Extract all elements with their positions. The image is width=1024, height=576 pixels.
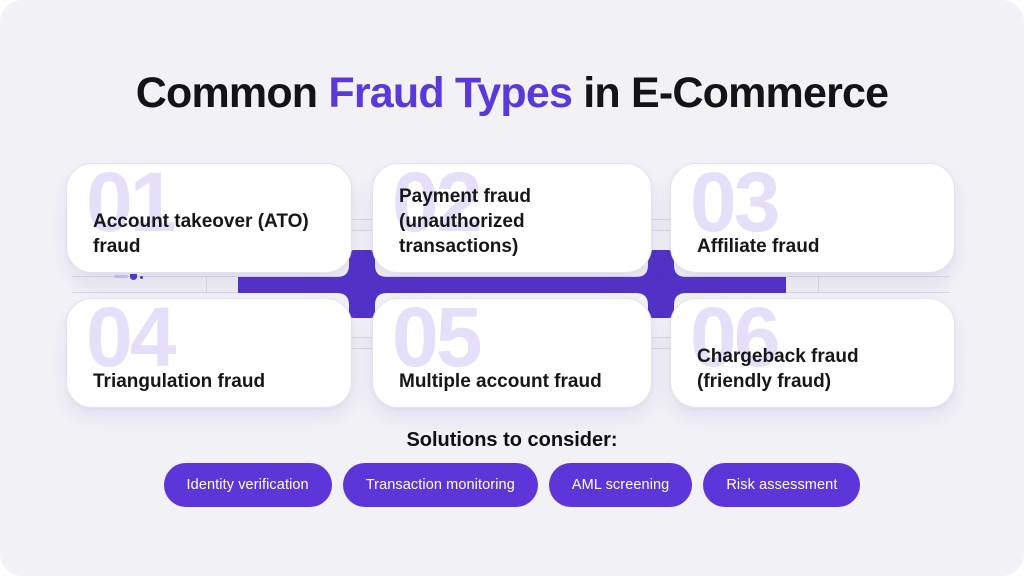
solution-pill-risk-assessment: Risk assessment [703, 463, 861, 507]
solutions-pill-row: Identity verification Transaction monito… [0, 463, 1024, 507]
decor-bridge-top-right [650, 219, 672, 231]
card-label: Triangulation fraud [93, 370, 266, 392]
decor-bridge-top-left [350, 219, 374, 231]
card-number: 04 [86, 298, 176, 384]
card-label: Multiple account fraud [399, 370, 602, 392]
fraud-card-3: 03 Affiliate fraud [670, 163, 955, 273]
title-prefix: Common [135, 69, 329, 117]
title-suffix: in E-Commerce [572, 69, 889, 117]
card-number: 02 [392, 163, 482, 249]
card-number: 06 [690, 298, 780, 384]
card-number: 01 [86, 163, 176, 249]
stray-glyph-artifact [140, 276, 143, 279]
card-number: 05 [392, 298, 482, 384]
fraud-card-5: 05 Multiple account fraud [372, 298, 652, 408]
solution-pill-aml-screening: AML screening [548, 463, 693, 507]
decor-bridge-bottom-right [650, 337, 672, 349]
card-label: Payment fraud (unauthorized transactions… [399, 185, 531, 257]
stray-glyph-artifact [114, 275, 128, 278]
fraud-card-6: 06 Chargeback fraud (friendly fraud) [670, 298, 955, 408]
decor-bridge-bottom-left [350, 337, 374, 349]
solution-pill-identity-verification: Identity verification [163, 463, 332, 507]
card-number: 03 [690, 163, 780, 249]
card-label: Chargeback fraud (friendly fraud) [697, 345, 859, 392]
fraud-card-1: 01 Account takeover (ATO) fraud [66, 163, 352, 273]
decor-seam-left [206, 277, 207, 292]
card-label: Affiliate fraud [697, 235, 820, 257]
solutions-heading: Solutions to consider: [406, 429, 618, 451]
page-title: Common Fraud Types in E-Commerce [0, 69, 1024, 117]
solution-pill-transaction-monitoring: Transaction monitoring [342, 463, 538, 507]
card-label: Account takeover (ATO) fraud [93, 210, 309, 257]
title-highlight: Fraud Types [328, 69, 573, 117]
fraud-card-4: 04 Triangulation fraud [66, 298, 352, 408]
decor-seam-right [818, 277, 819, 292]
fraud-card-2: 02 Payment fraud (unauthorized transacti… [372, 163, 652, 273]
stray-glyph-artifact [130, 274, 137, 280]
